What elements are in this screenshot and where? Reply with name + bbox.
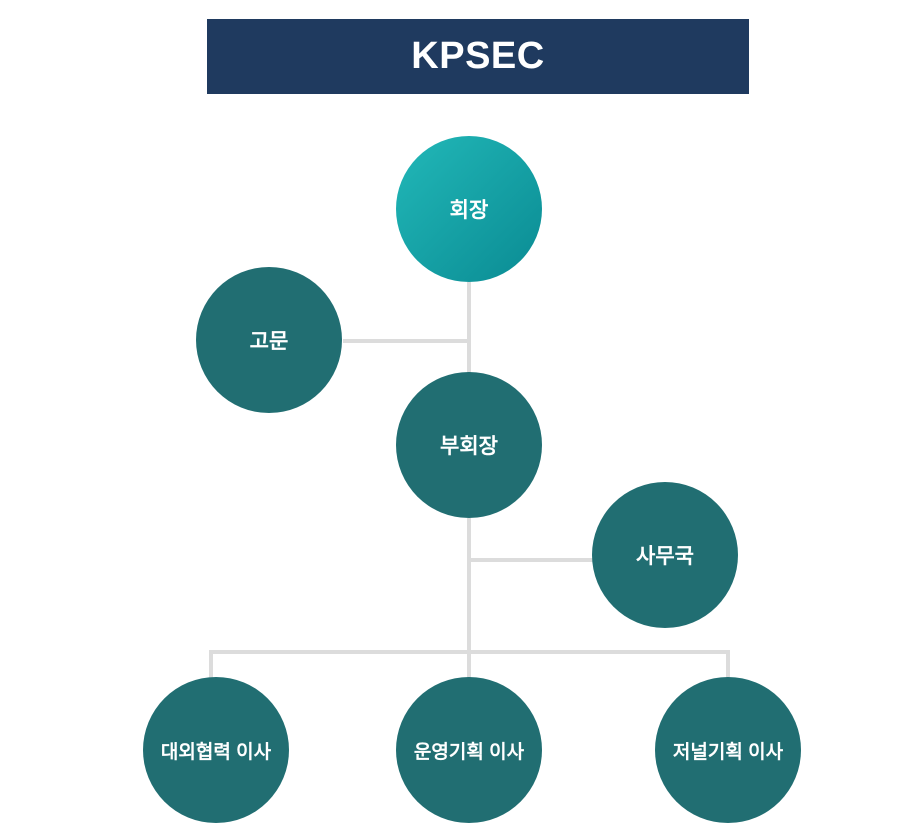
node-vice-chairman: 부회장	[396, 372, 542, 518]
connector-director-1	[209, 650, 213, 678]
node-label: 사무국	[636, 545, 694, 568]
connector-directors-bar	[209, 650, 730, 654]
node-label: 부회장	[440, 435, 498, 458]
node-label: 대외협력 이사	[160, 741, 272, 763]
node-chairman: 회장	[396, 136, 542, 282]
node-label: 저널기획 이사	[672, 741, 784, 763]
node-director-external: 대외협력 이사	[143, 677, 289, 823]
node-director-operations: 운영기획 이사	[396, 677, 542, 823]
connector-advisor	[343, 339, 469, 343]
connector-secretariat	[469, 558, 593, 562]
node-label: 고문	[249, 330, 289, 353]
node-secretariat: 사무국	[592, 482, 738, 628]
node-label: 회장	[449, 199, 489, 222]
org-title-banner: KPSEC	[207, 19, 749, 94]
connector-vice-down	[467, 518, 471, 678]
node-label: 운영기획 이사	[413, 741, 525, 763]
node-advisor: 고문	[196, 267, 342, 413]
connector-chairman-vice	[467, 282, 471, 374]
node-director-journal: 저널기획 이사	[655, 677, 801, 823]
org-title: KPSEC	[411, 35, 545, 77]
connector-director-3	[726, 650, 730, 678]
